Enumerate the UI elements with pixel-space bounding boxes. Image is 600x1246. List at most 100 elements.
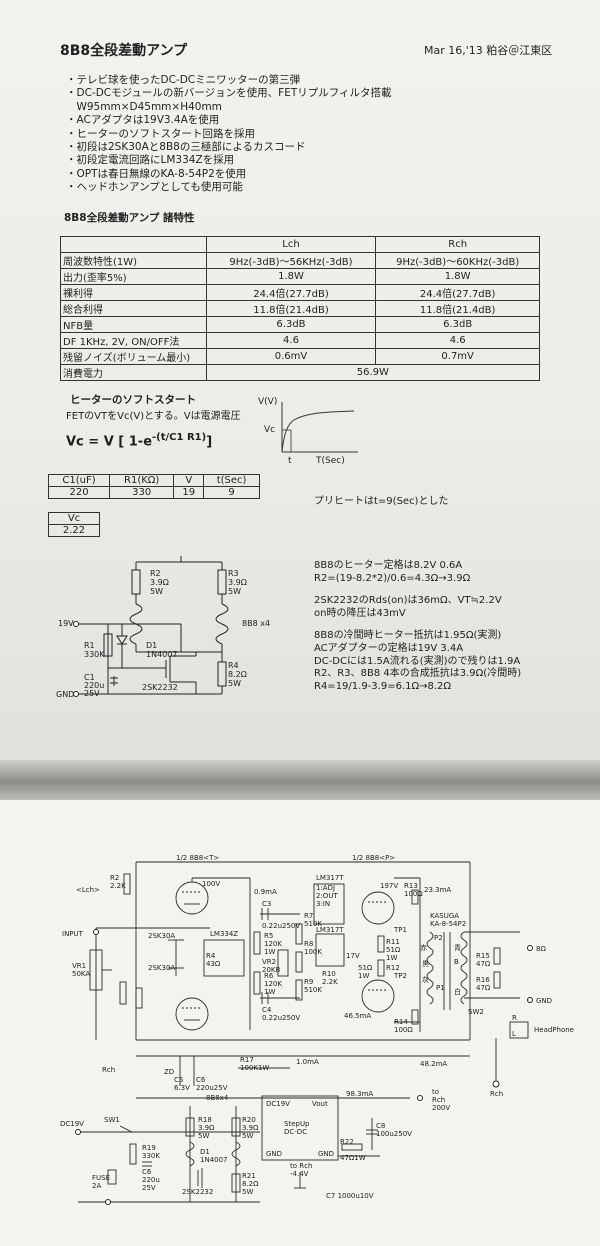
table-header-cell: R1(KΩ) — [109, 474, 175, 487]
note-line: R4=19/1.9-3.9=6.1Ω→8.2Ω — [314, 680, 452, 692]
c4-value: 0.22u250V — [262, 1014, 300, 1022]
r12-power: 1W — [358, 972, 369, 980]
r7-value: 510K — [304, 920, 322, 928]
r1-value: 330K — [84, 650, 105, 659]
rch-input-label: Rch — [102, 1066, 115, 1074]
table-cell: 6.3dB — [205, 316, 377, 333]
table-header-row: Vc — [48, 512, 100, 525]
c5-label: C5 — [174, 1076, 183, 1084]
r2-label: R2 — [110, 874, 119, 882]
to-rch-voltage: 200V — [432, 1104, 450, 1112]
dcdc-gnd-in-label: GND — [266, 1150, 282, 1158]
r5-value: 120K — [264, 940, 282, 948]
tp1-label: TP1 — [393, 926, 407, 934]
r8-label: R8 — [304, 940, 313, 948]
lm334-label: LM334Z — [210, 930, 238, 938]
vr1-value: 50KA — [72, 970, 90, 978]
table-cell: 24.4倍(27.7dB) — [205, 284, 377, 301]
current-10ma-label: 1.0mA — [296, 1058, 319, 1066]
softstart-graph: V(V) Vc t T(Sec) — [258, 397, 358, 466]
table-cell: 周波数特性(1W) — [60, 252, 207, 269]
d1-value: 1N4007 — [200, 1156, 228, 1164]
table-header-cell: t(Sec) — [203, 474, 260, 487]
table-cell: 6.3dB — [375, 316, 540, 333]
vr1-label: VR1 — [72, 962, 86, 970]
feature-item: ・DC-DCモジュールの新バージョンを使用、FETリプルフィルタ搭載 — [66, 87, 392, 100]
tp2-label: TP2 — [393, 972, 407, 980]
feature-item: ・テレビ球を使ったDC-DCミニワッターの第三弾 — [66, 74, 301, 86]
graph-vc-label: Vc — [264, 425, 275, 435]
r19-value: 330K — [142, 1152, 160, 1160]
r11-value: 51Ω — [386, 946, 401, 954]
transformer-p1: P1 — [436, 984, 445, 992]
half-tube-pentode-label: 1/2 8B8<P> — [352, 854, 395, 862]
c3-label: C3 — [262, 900, 271, 908]
graph-t-label: t — [288, 456, 292, 466]
spec-sheet-page: 8B8全段差動アンプ Mar 16,'13 粕谷＠江東区 ・テレビ球を使ったDC… — [0, 0, 600, 760]
feature-item: ・初段は2SK30Aと8B8の三極部によるカスコード — [66, 141, 306, 154]
table-cell: 11.8倍(21.4dB) — [205, 300, 377, 317]
softstart-formula: Vc = V [ 1-e-(t/C1 R1)] — [66, 432, 212, 449]
r12-label: R12 — [386, 964, 400, 972]
r13-label: R13 — [404, 882, 418, 890]
table-header-cell: Rch — [375, 236, 540, 253]
current-983ma-label: 98.3mA — [346, 1090, 373, 1098]
k30a-lower-label: 2SK30A — [148, 964, 175, 972]
table-cell: 0.6mV — [205, 348, 377, 365]
note-line: ACアダプターの定格は19V 3.4A — [314, 642, 464, 654]
r5-label: R5 — [264, 932, 273, 940]
r6-value: 120K — [264, 980, 282, 988]
r14-label: R14 — [394, 1018, 408, 1026]
lm317t-lower-label: LM317T — [316, 926, 344, 934]
formula-exponent: -(t/C1 R1) — [152, 432, 207, 443]
table-cell: 9Hz(-3dB)〜56KHz(-3dB) — [205, 252, 377, 269]
r8-value: 100K — [304, 948, 322, 956]
table-cell: 2.22 — [48, 524, 100, 537]
table-cell: 330 — [109, 486, 175, 499]
r22-label: R22 — [340, 1138, 354, 1146]
sw1-label: SW1 — [104, 1116, 120, 1124]
feature-item: ・初段定電流回路にLM334Zを採用 — [66, 154, 235, 167]
dcdc-vout-label: Vout — [312, 1100, 328, 1108]
r20-power: 5W — [242, 1132, 253, 1140]
jack-l: L — [512, 1030, 516, 1038]
to-rch-prefix: to — [432, 1088, 439, 1096]
table-cell: 残留ノイズ(ボリューム最小) — [60, 348, 207, 365]
fet-label: 2SK2232 — [142, 683, 178, 692]
r4-value: 43Ω — [206, 960, 221, 968]
table-header-row: Lch Rch — [60, 236, 540, 253]
spec-table-title: 8B8全段差動アンプ 諸特性 — [64, 212, 195, 224]
to-rch-small-label: to Rch — [290, 1162, 312, 1170]
output-gnd-label: GND — [536, 997, 552, 1005]
formula-main: Vc = V [ 1-e — [66, 434, 153, 450]
c4-label: C4 — [262, 1006, 272, 1014]
current-233ma-label: 23.3mA — [424, 886, 451, 894]
vr2-value: 20KB — [262, 966, 280, 974]
r15-value: 47Ω — [476, 960, 491, 968]
heater-circuit-diagram: R2 3.9Ω 5W R3 3.9Ω 5W 8B8 x4 19V R1 330K… — [56, 556, 270, 699]
r18-power: 5W — [198, 1132, 209, 1140]
wire-gray: 灰 — [422, 975, 429, 984]
note-line: on時の降圧は43mV — [314, 607, 406, 619]
r11-label: R11 — [386, 938, 400, 946]
vr2-label: VR2 — [262, 958, 276, 966]
table-cell: 220 — [47, 486, 111, 499]
r14-value: 100Ω — [394, 1026, 413, 1034]
rch-output-label: Rch — [490, 1090, 503, 1098]
softstart-title: ヒーターのソフトスタート — [70, 394, 196, 406]
c7-label: C7 1000u10V — [326, 1192, 374, 1200]
table-header-cell: V — [173, 474, 205, 487]
table-cell: 9 — [203, 486, 260, 499]
table-row: 裸利得 24.4倍(27.7dB) 24.4倍(27.7dB) — [60, 284, 540, 301]
dcdc-in-label: DC19V — [266, 1100, 290, 1108]
lch-label: <Lch> — [76, 886, 100, 894]
wire-white: 白 — [454, 987, 461, 996]
r3-power: 5W — [228, 587, 241, 596]
table-row: 周波数特性(1W) 9Hz(-3dB)〜56KHz(-3dB) 9Hz(-3dB… — [60, 252, 540, 269]
input-label: INPUT — [62, 930, 84, 938]
fet-label: 2SK2232 — [182, 1188, 213, 1196]
r9-value: 510K — [304, 986, 322, 994]
feature-item: W95mm×D45mm×H40mm — [66, 100, 222, 113]
r11-power: 1W — [386, 954, 397, 962]
wire-red: 赤 — [420, 944, 427, 952]
